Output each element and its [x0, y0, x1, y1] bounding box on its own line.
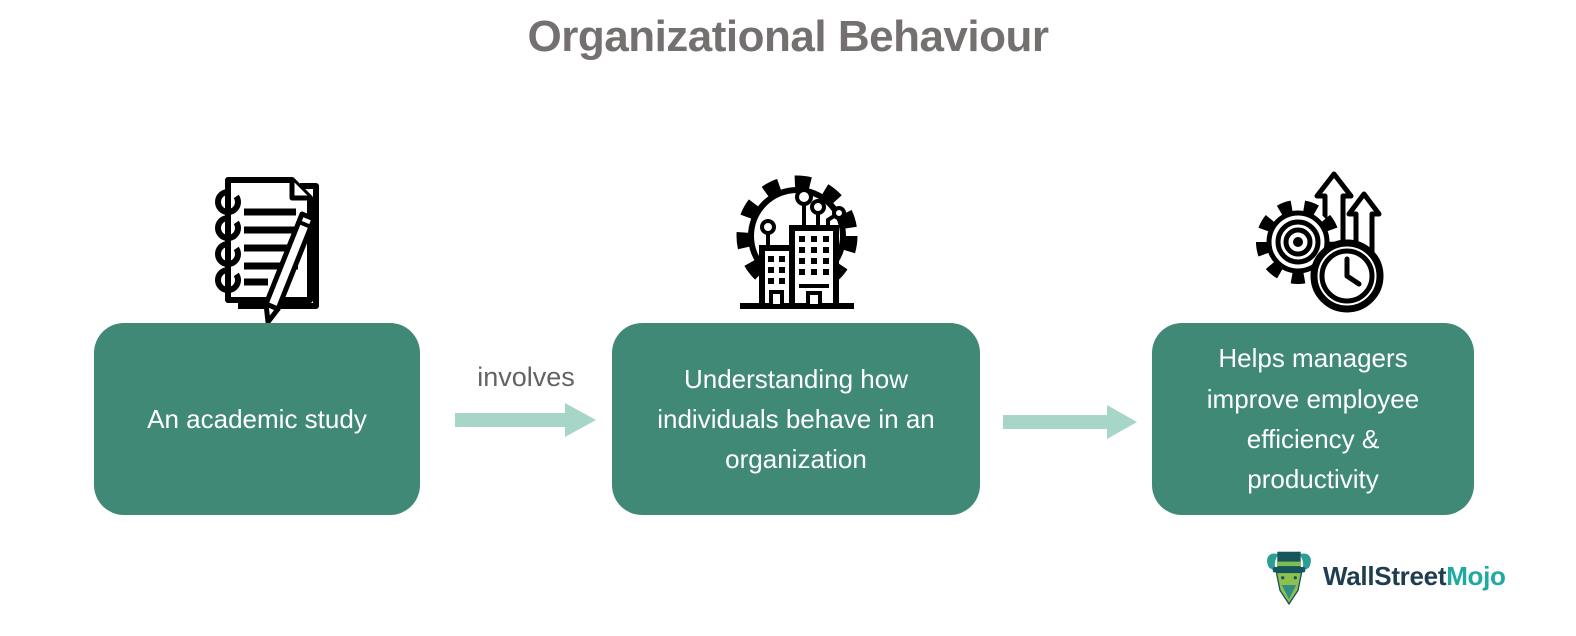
step-box-manager-benefits: Helps managers improve employee efficien…	[1152, 323, 1474, 515]
notebook-pencil-icon	[198, 156, 338, 331]
step-box-understanding-behaviour: Understanding how individuals behave in …	[612, 323, 980, 515]
gear-growth-clock-icon	[1248, 168, 1388, 321]
gear-buildings-icon	[722, 172, 872, 319]
step-label: Helps managers improve employee efficien…	[1206, 343, 1420, 495]
step-label: Understanding how individuals behave in …	[657, 363, 935, 475]
logo-wordmark: WallStreetMojo	[1323, 561, 1506, 592]
connector-label: involves	[477, 362, 575, 392]
arrow-right-icon	[1003, 405, 1137, 439]
logo-text-mojo: Mojo	[1446, 560, 1506, 591]
wallstreetmojo-logo: WallStreetMojo	[1262, 546, 1506, 606]
page-title: Organizational Behaviour	[527, 12, 1049, 61]
bull-mascot-icon	[1267, 551, 1311, 606]
step-box-academic-study: An academic study	[94, 323, 420, 515]
step-label: An academic study	[147, 403, 367, 434]
arrow-right-icon	[455, 403, 596, 437]
logo-text-wallstreet: WallStreet	[1323, 560, 1447, 591]
